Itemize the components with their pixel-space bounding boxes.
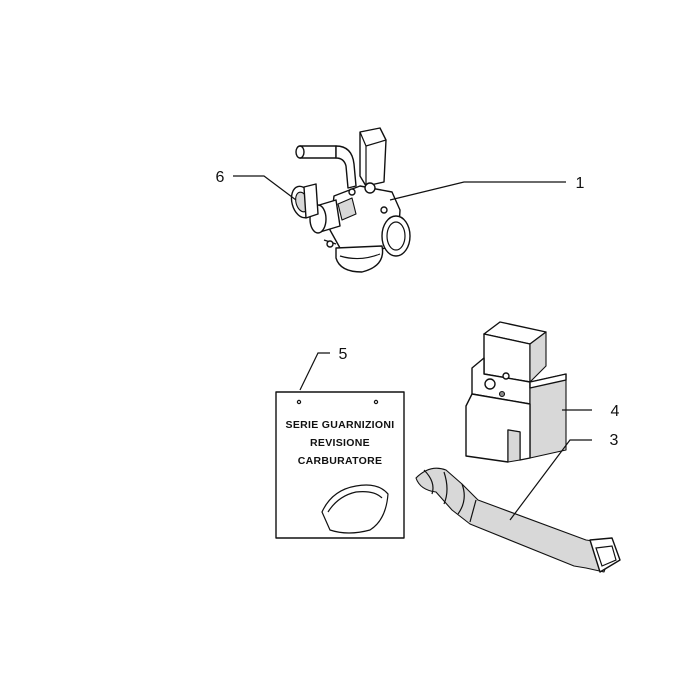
intake-rubber-part xyxy=(290,183,319,219)
leader-line-6 xyxy=(233,175,297,201)
leader-line-5 xyxy=(299,352,330,391)
callout-1: 1 xyxy=(576,175,585,192)
leader-line-1 xyxy=(389,181,566,201)
gasket-kit-label-line1: SERIE GUARNIZIONI xyxy=(286,419,395,431)
heat-shield-part xyxy=(465,321,567,463)
intake-hose-part xyxy=(415,467,621,573)
gasket-kit-part: SERIE GUARNIZIONI REVISIONE CARBURATORE xyxy=(275,391,405,539)
callout-6: 6 xyxy=(216,169,225,186)
callout-5: 5 xyxy=(339,346,348,363)
gasket-kit-label-line2: REVISIONE xyxy=(310,437,370,449)
carburetor-part xyxy=(295,127,411,273)
callout-3: 3 xyxy=(610,432,619,449)
leader-lines xyxy=(233,175,592,521)
gasket-kit-label-line3: CARBURATORE xyxy=(298,455,383,467)
leader-line-3 xyxy=(509,439,592,521)
callout-4: 4 xyxy=(611,403,620,420)
callout-labels: 6 1 5 4 3 xyxy=(216,169,620,449)
